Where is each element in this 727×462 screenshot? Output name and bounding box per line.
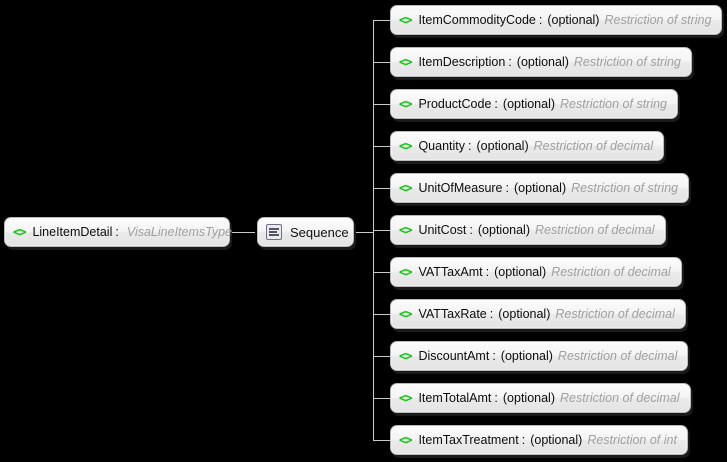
child-element-name: UnitOfMeasure [418,180,503,195]
child-element-type: Restriction of decimal [533,138,654,153]
name-type-separator: : [505,180,509,195]
code-angle-brackets-icon: <> [399,349,412,363]
name-type-separator: : [468,138,472,153]
root-element-type: VisaLineItemsType [126,224,232,239]
child-element-occurrence: (optional) [476,138,529,153]
child-element-node[interactable]: <> ItemTotalAmt: (optional) Restriction of … [390,383,691,413]
child-element-node[interactable]: <> ItemDescription: (optional) Restriction … [390,47,692,77]
root-element-node[interactable]: <> LineItemDetail : VisaLineItemsType [4,217,232,247]
child-element-occurrence: (optional) [502,390,555,405]
code-angle-brackets-icon: <> [399,55,412,69]
child-element-occurrence: (optional) [516,54,569,69]
child-element-node[interactable]: <> VATTaxAmt: (optional) Restriction of dec… [390,257,682,287]
code-angle-brackets-icon: <> [399,181,412,195]
child-element-occurrence: (optional) [500,348,553,363]
code-angle-brackets-icon: <> [399,13,412,27]
child-element-type: Restriction of string [573,54,681,69]
name-type-separator: : [494,96,498,111]
code-angle-brackets-icon: <> [399,433,412,447]
child-element-node[interactable]: <> DiscountAmt: (optional) Restriction of d… [390,341,689,371]
connector-trunk-to-child [373,230,390,231]
name-type-separator: : [508,54,512,69]
child-element-node[interactable]: <> UnitOfMeasure: (optional) Restriction of… [390,173,690,203]
child-element-name: ItemCommodityCode [418,12,536,27]
name-type-separator: : [538,12,543,27]
connector-sequence-to-trunk [356,232,374,233]
sequence-label: Sequence [290,224,349,240]
child-element-type: Restriction of decimal [551,264,671,279]
child-element-name: ItemTotalAmt [418,390,492,405]
code-angle-brackets-icon: <> [399,307,412,321]
child-element-occurrence: (optional) [502,96,556,111]
name-type-separator: : [494,390,498,405]
name-type-separator: : [521,432,526,447]
connector-trunk-to-child [373,62,390,63]
connector-trunk-to-child [373,20,390,21]
child-element-type: Restriction of string [604,12,712,27]
child-element-occurrence: (optional) [477,222,530,237]
child-element-name: DiscountAmt [418,348,490,363]
connector-trunk-to-child [373,104,390,105]
child-element-occurrence: (optional) [494,264,547,279]
child-element-occurrence: (optional) [498,306,551,321]
connector-root-to-sequence [232,232,255,233]
child-element-occurrence: (optional) [514,180,567,195]
child-element-name: ItemDescription [418,54,506,69]
connector-trunk-to-child [373,272,390,273]
child-element-name: ItemTaxTreatment [418,432,519,447]
child-element-type: Restriction of decimal [560,390,680,405]
child-element-occurrence: (optional) [547,12,600,27]
sequence-compositor-node[interactable]: Sequence [257,217,354,247]
connector-trunk-to-child [373,356,390,357]
name-type-separator: : [485,264,490,279]
child-element-name: ProductCode [418,96,492,111]
child-element-occurrence: (optional) [530,432,583,447]
connector-trunk-to-child [373,440,390,441]
child-element-node[interactable]: <> ProductCode: (optional) Restriction of s… [390,89,679,119]
child-element-type: Restriction of string [571,180,679,195]
connector-trunk-to-child [373,146,390,147]
child-element-node[interactable]: <> ItemCommodityCode: (optional) Restrictio… [390,5,723,35]
child-element-node[interactable]: <> Quantity: (optional) Restriction of deci… [390,131,665,161]
child-element-name: VATTaxAmt [418,264,483,279]
name-type-separator: : [115,224,119,239]
child-element-type: Restriction of decimal [535,222,655,237]
child-element-node[interactable]: <> UnitCost: (optional) Restriction of deci… [390,215,666,245]
connector-trunk-to-child [373,314,390,315]
child-element-name: VATTaxRate [418,306,487,321]
code-angle-brackets-icon: <> [399,223,412,237]
root-element-name: LineItemDetail [32,224,113,239]
child-element-node[interactable]: <> VATTaxRate: (optional) Restriction of de… [390,299,686,329]
child-element-node[interactable]: <> ItemTaxTreatment: (optional) Restriction… [390,425,688,455]
sequence-compositor-icon [266,224,282,240]
child-element-type: Restriction of string [560,96,668,111]
code-angle-brackets-icon: <> [399,97,412,111]
name-type-separator: : [469,222,473,237]
code-angle-brackets-icon: <> [399,391,412,405]
child-element-type: Restriction of int [587,432,677,447]
child-element-name: Quantity [418,138,466,153]
child-element-type: Restriction of decimal [557,348,678,363]
code-angle-brackets-icon: <> [399,139,412,153]
code-angle-brackets-icon: <> [399,265,412,279]
name-type-separator: : [489,306,494,321]
code-angle-brackets-icon: <> [13,225,26,239]
connector-trunk-to-child [373,398,390,399]
child-element-name: UnitCost [418,222,467,237]
connector-trunk-to-child [373,188,390,189]
child-element-type: Restriction of decimal [555,306,675,321]
name-type-separator: : [492,348,496,363]
